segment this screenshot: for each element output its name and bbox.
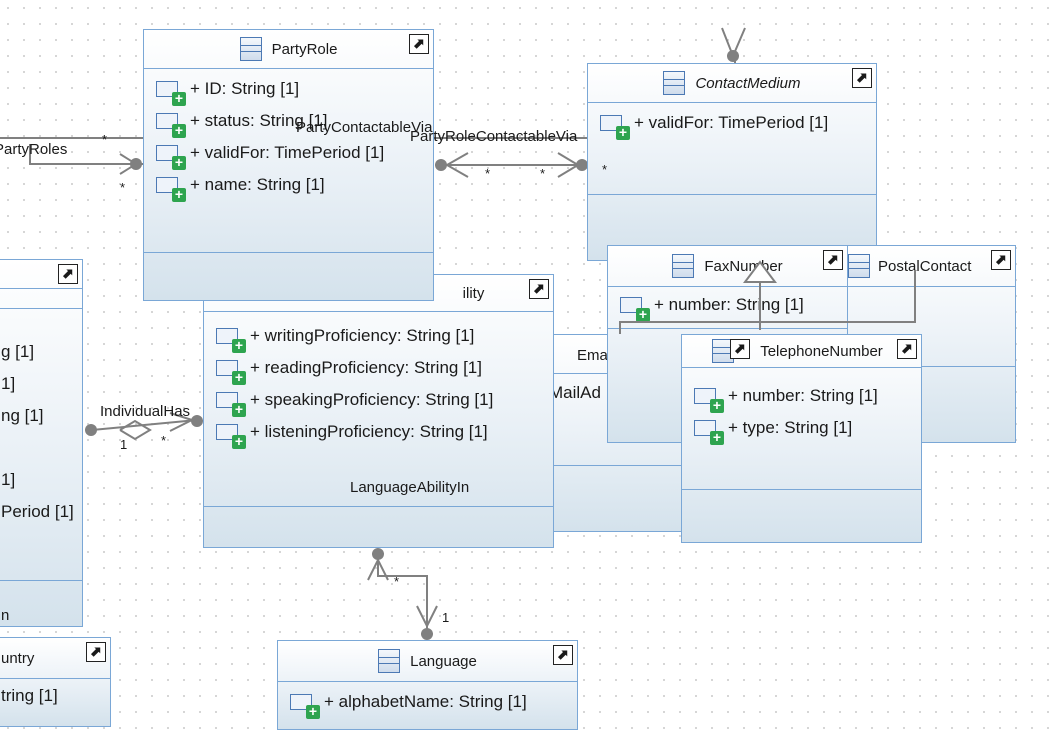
footer-label: n <box>1 607 10 624</box>
navigate-arrow-icon[interactable]: ⬈ <box>852 68 872 88</box>
attribute-list: + alphabetName: String [1] <box>278 682 577 719</box>
class-header: ⬈ TelephoneNumber ⬈ <box>682 335 921 368</box>
class-header: FaxNumber ⬈ <box>608 246 847 287</box>
class-language-ability[interactable]: ility ⬈ + writingProficiency: String [1]… <box>203 274 554 548</box>
navigate-arrow-icon[interactable]: ⬈ <box>730 339 750 359</box>
navigate-arrow-icon[interactable]: ⬈ <box>897 339 917 359</box>
attribute-list: + writingProficiency: String [1] + readi… <box>204 312 553 449</box>
attribute-row: 1] <box>1 374 16 393</box>
class-contact-medium[interactable]: ContactMedium ⬈ + validFor: TimePeriod [… <box>587 63 877 261</box>
attribute-row: 1] <box>1 470 16 489</box>
class-icon <box>663 71 686 95</box>
attribute-list: + ID: String [1] + status: String [1] + … <box>144 69 433 202</box>
multiplicity-label: 1 <box>442 610 450 625</box>
class-header: ⬈ <box>0 260 82 289</box>
class-name: TelephoneNumber <box>760 342 883 360</box>
class-individual[interactable]: ⬈ g [1] 1] ng [1] 1] Period [1] n <box>0 259 83 627</box>
class-name: Language <box>410 652 477 670</box>
attribute-icon <box>694 388 724 413</box>
attribute-row: g [1] <box>1 342 35 361</box>
class-name: Ema <box>577 347 608 364</box>
navigate-arrow-icon[interactable]: ⬈ <box>58 264 78 284</box>
class-telephone-number[interactable]: ⬈ TelephoneNumber ⬈ + number: String [1]… <box>681 334 922 543</box>
navigate-arrow-icon[interactable]: ⬈ <box>553 645 573 665</box>
association-label-individual-has: IndividualHas <box>100 403 191 420</box>
class-name: PartyRole <box>271 40 338 58</box>
attribute-row: + ID: String [1] <box>144 73 433 106</box>
class-header: untry ⬈ <box>0 638 110 679</box>
attribute-row: + listeningProficiency: String [1] <box>204 416 553 449</box>
class-icon <box>848 254 870 278</box>
attribute-row: Period [1] <box>1 502 74 521</box>
class-icon <box>672 254 695 278</box>
multiplicity-label: * <box>120 180 126 195</box>
class-name: untry <box>1 649 35 667</box>
attribute-icon <box>216 392 246 417</box>
association-label-party-contactable-via: PartyContactableVia <box>296 119 433 136</box>
class-icon <box>239 37 262 61</box>
navigate-arrow-icon[interactable]: ⬈ <box>409 34 429 54</box>
navigate-arrow-icon[interactable]: ⬈ <box>823 250 843 270</box>
multiplicity-label: * <box>602 162 608 177</box>
attribute-row: + type: String [1] <box>682 412 921 445</box>
attribute-row: + number: String [1] <box>682 380 921 413</box>
class-name: FaxNumber <box>704 257 783 275</box>
attribute-row: + validFor: TimePeriod [1] <box>588 107 876 140</box>
class-header: ContactMedium ⬈ <box>588 64 876 103</box>
attribute-row: + readingProficiency: String [1] <box>204 352 553 385</box>
attribute-row: + writingProficiency: String [1] <box>204 320 553 353</box>
class-name: ility <box>462 284 485 302</box>
attribute-row: + validFor: TimePeriod [1] <box>144 137 433 170</box>
attribute-row: + status: String [1] <box>144 105 433 138</box>
attribute-icon <box>216 360 246 385</box>
multiplicity-label: * <box>102 132 108 147</box>
class-name: PostalContact <box>878 257 972 275</box>
navigate-arrow-icon[interactable]: ⬈ <box>86 642 106 662</box>
attribute-row: + alphabetName: String [1] <box>278 686 577 719</box>
multiplicity-label: * <box>485 166 491 181</box>
navigate-arrow-icon[interactable]: ⬈ <box>529 279 549 299</box>
attribute-icon <box>600 115 630 140</box>
class-header: PartyRole ⬈ <box>144 30 433 69</box>
class-country[interactable]: untry ⬈ tring [1] <box>0 637 111 727</box>
attribute-list: g [1] 1] ng [1] 1] Period [1] <box>1 336 74 528</box>
attribute-row: ng [1] <box>1 406 44 425</box>
class-party-role[interactable]: PartyRole ⬈ + ID: String [1] + status: S… <box>143 29 434 301</box>
attribute-list: + number: String [1] <box>608 287 847 322</box>
attribute-icon <box>694 420 724 445</box>
attribute-icon <box>290 694 320 719</box>
class-icon <box>378 649 401 673</box>
attribute-icon <box>216 328 246 353</box>
navigate-arrow-icon[interactable]: ⬈ <box>991 250 1011 270</box>
association-label-party-roles: PartyRoles <box>0 141 68 158</box>
attribute-list: + validFor: TimePeriod [1] <box>588 103 876 140</box>
class-header: PostalContact ⬈ <box>846 246 1015 287</box>
class-header: ility ⬈ <box>204 275 553 312</box>
attribute-icon <box>156 145 186 170</box>
attribute-icon <box>156 113 186 138</box>
class-language[interactable]: Language ⬈ + alphabetName: String [1] <box>277 640 578 730</box>
association-label-language-ability-in: LanguageAbilityIn <box>350 479 470 496</box>
class-name: ContactMedium <box>695 74 801 92</box>
multiplicity-label: * <box>394 574 400 589</box>
multiplicity-label: 1 <box>120 437 128 452</box>
attribute-icon <box>620 297 650 322</box>
class-header: Language ⬈ <box>278 641 577 682</box>
attribute-row: + speakingProficiency: String [1] <box>204 384 553 417</box>
association-label-party-role-contactable-via: PartyRoleContactableVia <box>410 128 578 145</box>
attribute-row: tring [1] <box>1 686 58 705</box>
attribute-row: MailAd <box>549 383 601 402</box>
multiplicity-label: * <box>540 166 546 181</box>
attribute-row: + name: String [1] <box>144 169 433 202</box>
attribute-icon <box>156 177 186 202</box>
attribute-icon <box>156 81 186 106</box>
attribute-icon <box>216 424 246 449</box>
class-icon <box>712 339 734 363</box>
attribute-list: + number: String [1] + type: String [1] <box>682 368 921 445</box>
multiplicity-label: * <box>161 433 167 448</box>
attribute-row: + number: String [1] <box>608 289 847 322</box>
